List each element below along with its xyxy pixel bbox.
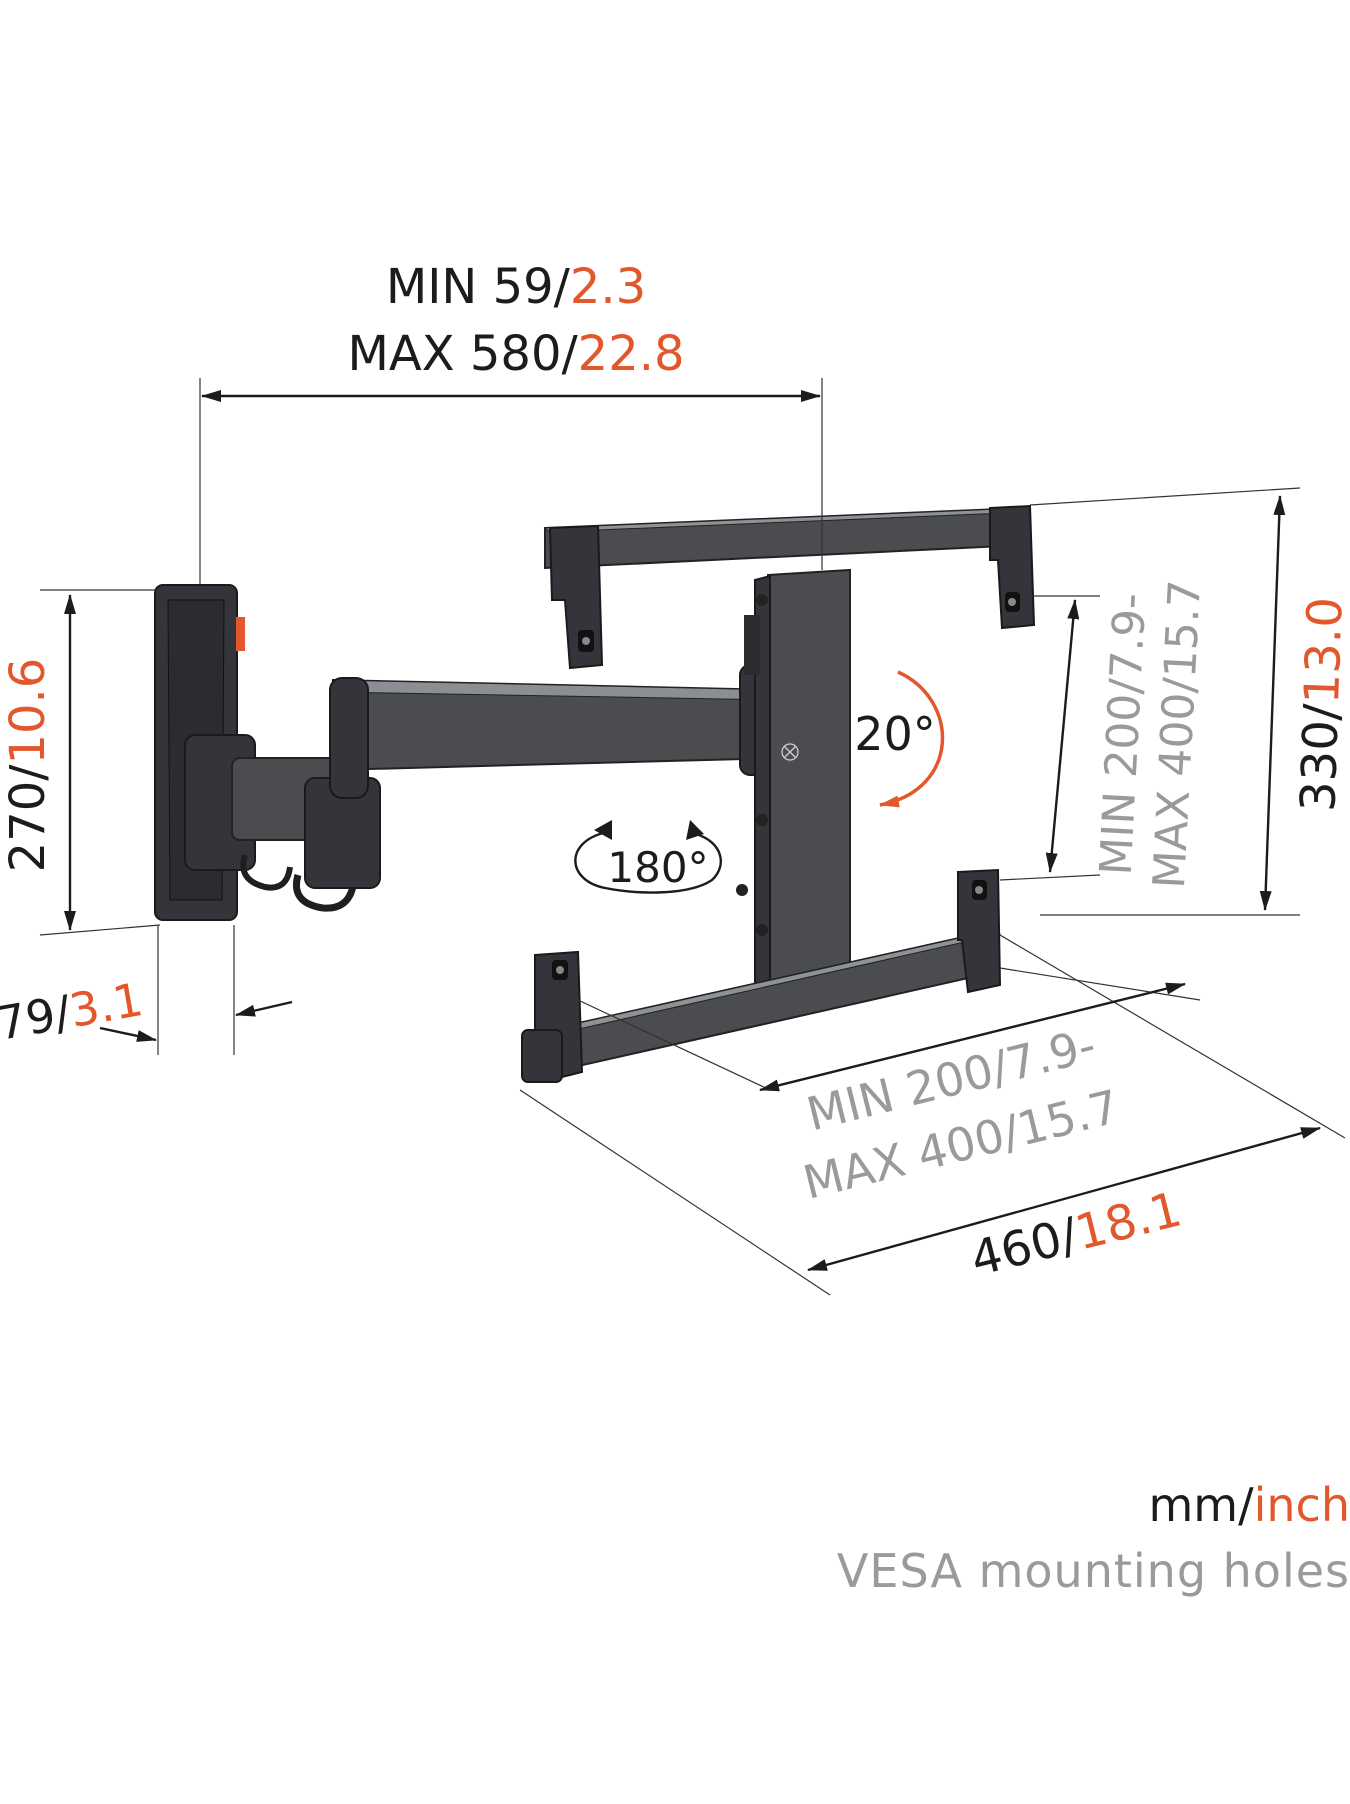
units-inch-label: inch (1253, 1478, 1350, 1532)
orange-indicator (236, 617, 245, 651)
dim-depth-right (235, 1000, 293, 1017)
dim-plate-width (807, 1126, 1321, 1272)
tv-wall-mount-illustration (154, 504, 1036, 1083)
dim-plate-height (1259, 495, 1286, 911)
extension-min-label: MIN 59/2.3 (386, 259, 646, 315)
dimension-lines (64, 390, 1321, 1272)
dim-vesa-horizontal (759, 982, 1186, 1092)
extension-max-label: MAX 580/22.8 (347, 326, 684, 382)
main-arm (329, 664, 786, 799)
vesa-legend: VESA mounting holes (836, 1544, 1350, 1598)
swivel-angle-label: 180° (607, 843, 708, 892)
top-bar (543, 504, 1036, 670)
plate-width-label: 460/18.1 (965, 1181, 1187, 1287)
extension-lines (39, 378, 1346, 1296)
arm-joint (184, 734, 381, 912)
dim-depth-left (99, 1026, 157, 1042)
brand-logo-icon (781, 743, 799, 761)
vesa-bracket-top-right (989, 504, 1036, 630)
swivel-arrows-icon (574, 820, 722, 894)
vertical-column (736, 568, 851, 990)
plate-height-label: 330/13.0 (1290, 596, 1350, 812)
dim-vesa-vertical (1045, 599, 1080, 873)
wall-plate-depth-label: 79/3.1 (0, 972, 147, 1051)
vesa-bracket-bottom-left (521, 950, 584, 1083)
tilt-arc-arrow-icon (879, 670, 945, 808)
wall-plate-height-label: 270/10.6 (0, 658, 56, 873)
vesa-bracket-bottom-right (957, 868, 1002, 994)
units-mm-label: mm/ (1148, 1478, 1254, 1532)
vesa-bracket-top-left (548, 524, 604, 670)
units-legend: mm/inch (1148, 1478, 1350, 1532)
tilt-angle-label: 20° (854, 707, 936, 761)
